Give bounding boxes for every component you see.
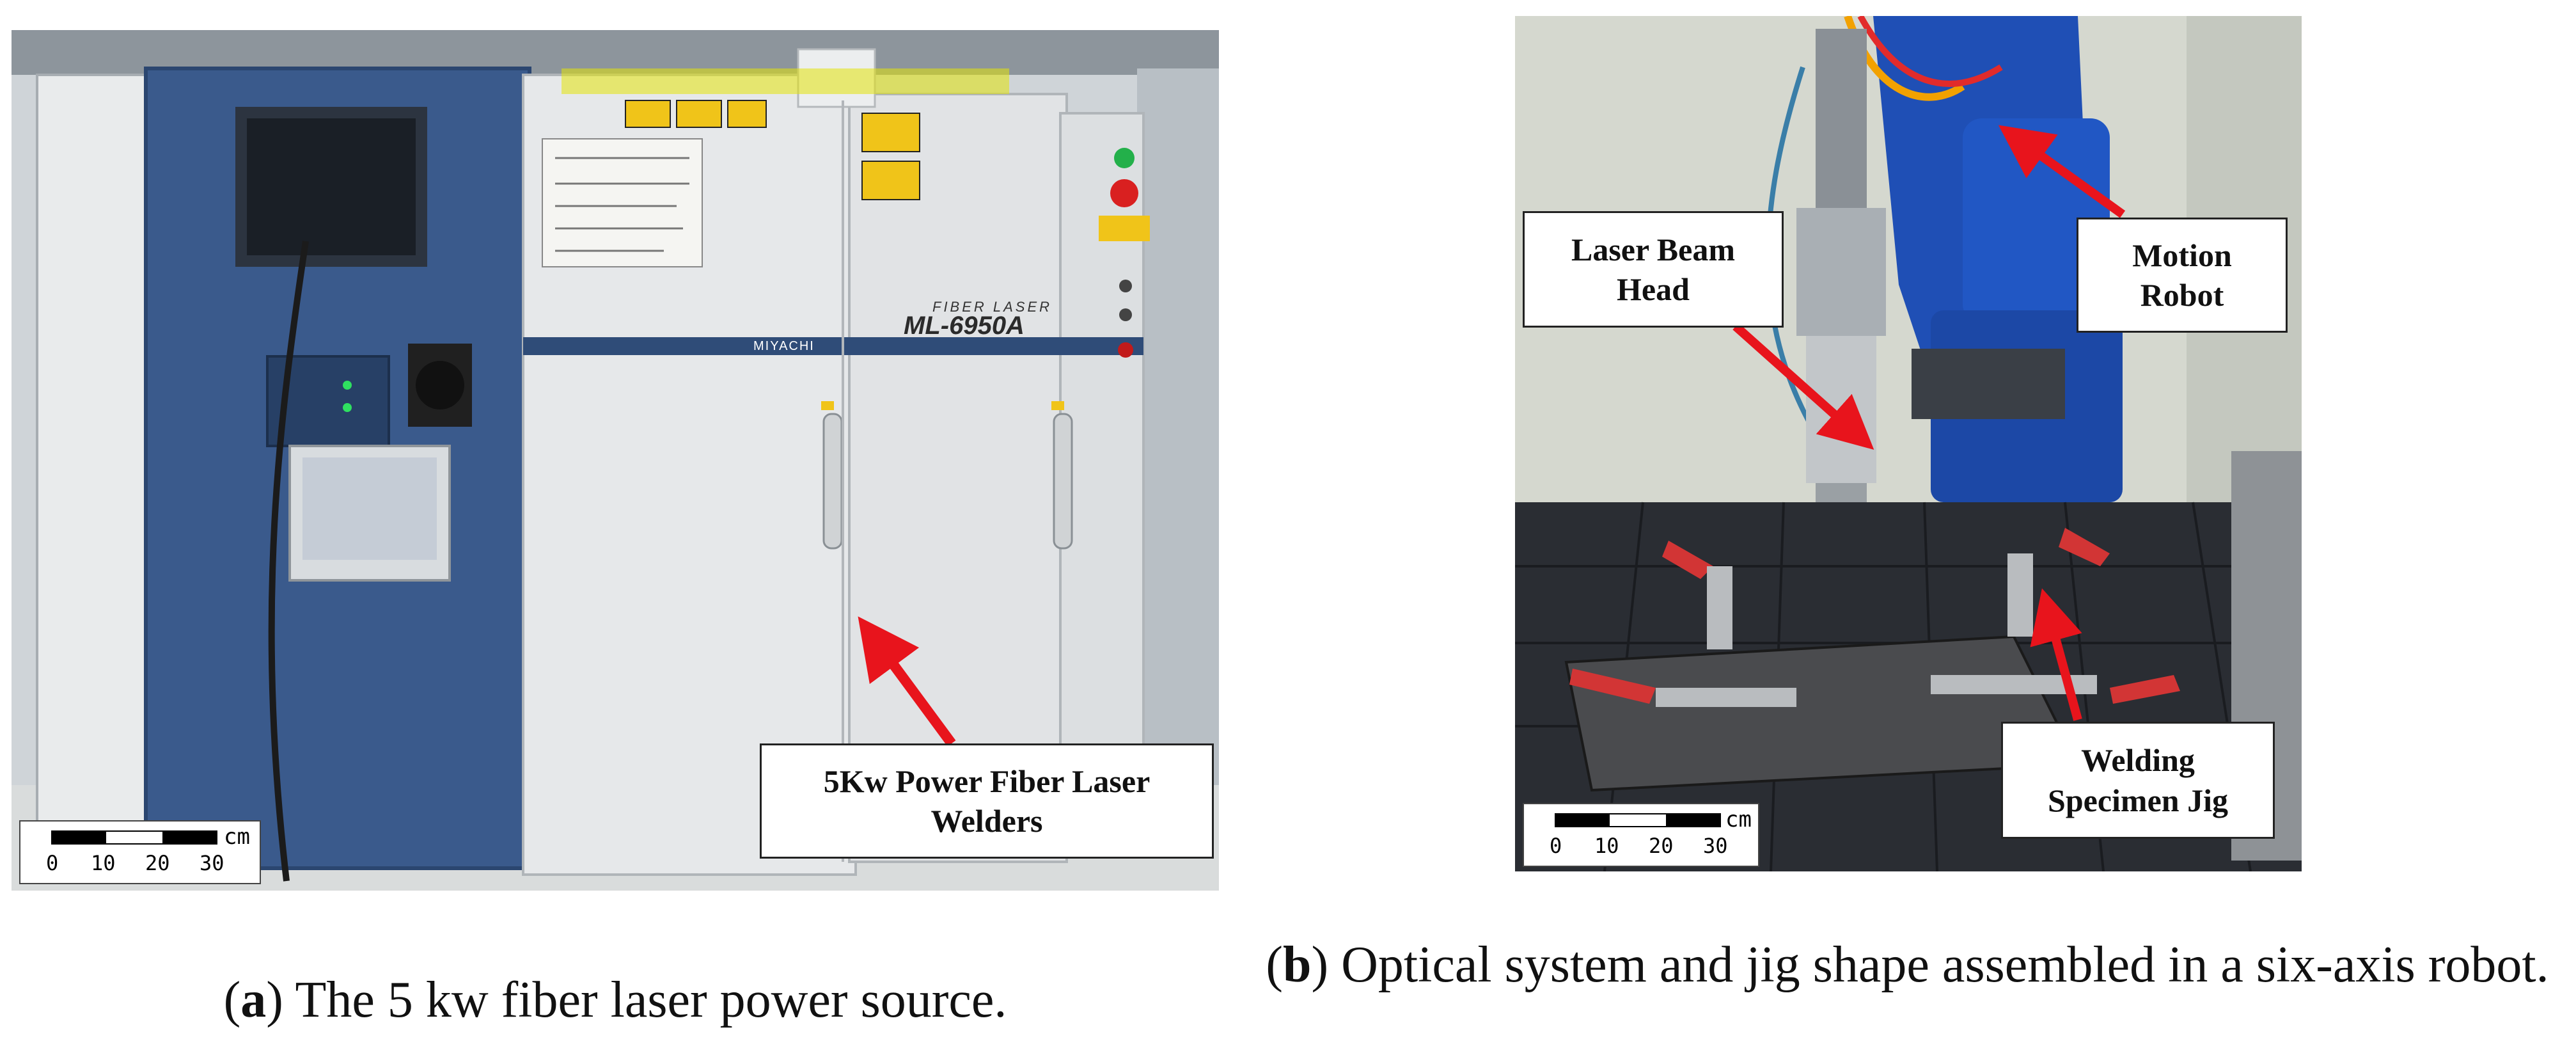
caption-b-letter: b xyxy=(1282,937,1312,993)
machine-series-label: FIBER LASER xyxy=(932,299,1053,315)
fiber-laser-callout: 5Kw Power Fiber Laser Welders xyxy=(760,743,1214,859)
machine-model-label: ML-6950A xyxy=(904,312,1025,340)
welding-specimen-jig-callout: Welding Specimen Jig xyxy=(2001,722,2275,839)
scale-tick: 10 xyxy=(1594,834,1619,858)
scale-tick: 30 xyxy=(1703,834,1728,858)
caption-a-text: The 5 kw fiber laser power source. xyxy=(283,972,1007,1028)
caption-a: (a) The 5 kw fiber laser power source. xyxy=(223,972,1007,1028)
scale-tick: 20 xyxy=(145,851,170,875)
scale-unit: cm xyxy=(224,824,250,850)
scale-tick: 30 xyxy=(200,851,224,875)
scale-tick: 20 xyxy=(1649,834,1674,858)
scale-unit: cm xyxy=(1725,807,1752,832)
arrow-to-motion-robot xyxy=(1998,125,2126,218)
laser-beam-head-callout: Laser Beam Head xyxy=(1523,211,1784,328)
caption-b: (b) Optical system and jig shape assembl… xyxy=(1266,937,2549,993)
arrow-to-laser-head xyxy=(1732,322,1874,450)
arrow-to-specimen-jig xyxy=(2030,588,2082,721)
callout-arrow xyxy=(858,616,956,747)
scale-bar: cm 0 10 20 30 xyxy=(1523,803,1759,867)
caption-b-text: Optical system and jig shape assembled i… xyxy=(1328,937,2549,993)
machine-brand-label: MIYACHI xyxy=(753,339,815,353)
scale-tick: 0 xyxy=(1550,834,1562,858)
caption-a-letter: a xyxy=(240,972,267,1028)
photo-panel-a: FIBER LASER ML-6950A MIYACHI 5Kw Power F… xyxy=(12,30,1219,891)
scale-tick: 10 xyxy=(91,851,116,875)
callout-arrows xyxy=(1732,125,2126,721)
photo-panel-b: Laser Beam Head Motion Robot Welding Spe… xyxy=(1515,16,2302,871)
scale-bar: cm 0 10 20 30 xyxy=(19,820,261,884)
scale-tick: 0 xyxy=(46,851,59,875)
motion-robot-callout: Motion Robot xyxy=(2077,218,2288,333)
